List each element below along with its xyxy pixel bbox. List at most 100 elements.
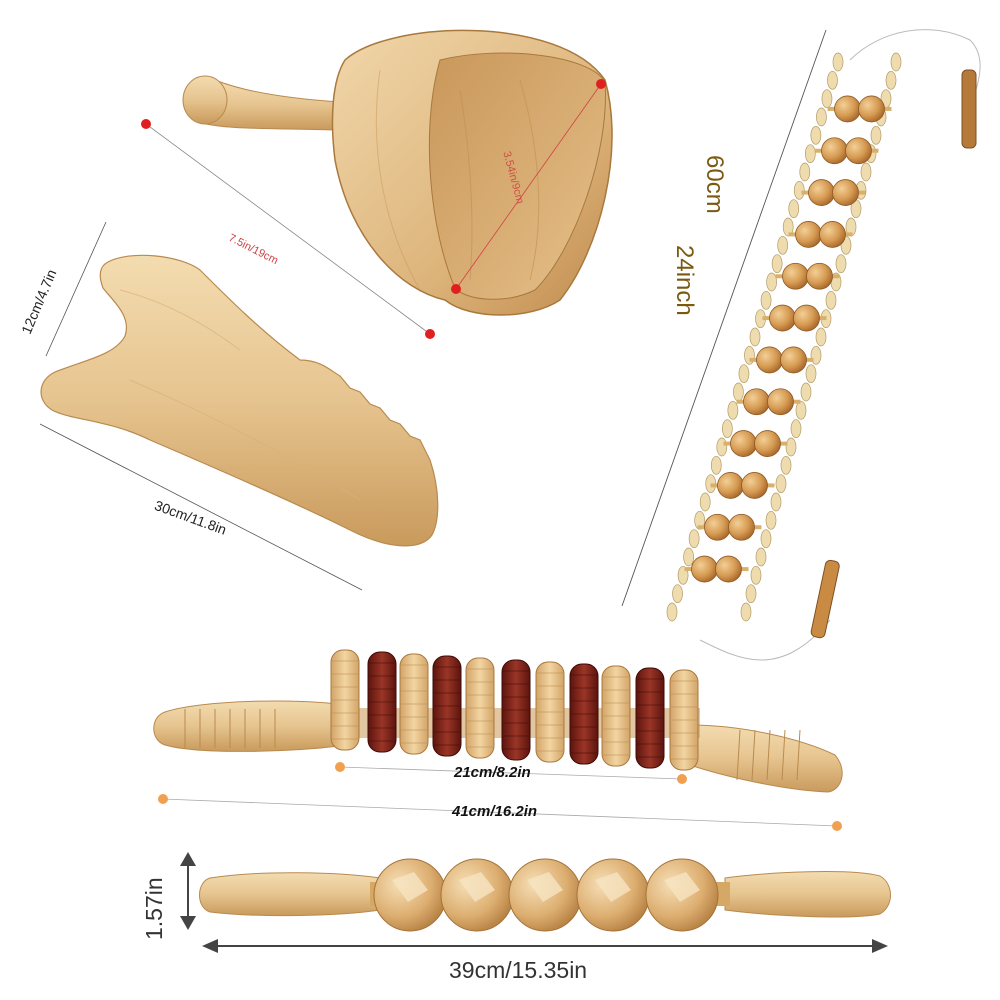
belt-rail-bead bbox=[740, 602, 752, 622]
belt-bead bbox=[730, 430, 757, 457]
belt-bead bbox=[834, 95, 861, 123]
wooden-paddle bbox=[40, 254, 439, 547]
stick-height-label: 1.57in bbox=[141, 877, 167, 940]
belt-bead bbox=[717, 472, 744, 499]
ball-massage-stick bbox=[199, 858, 891, 932]
belt-bead bbox=[769, 304, 796, 332]
belt-rail-bead bbox=[770, 492, 782, 512]
belt-rail-bead bbox=[805, 364, 817, 384]
stick-length-label: 39cm/15.35in bbox=[449, 957, 588, 983]
belt-rail-bead bbox=[827, 70, 838, 90]
belt-rail-bead bbox=[815, 327, 827, 347]
belt-rail-bead bbox=[782, 217, 794, 237]
belt-handle bbox=[961, 69, 977, 149]
belt-bead bbox=[808, 179, 835, 206]
belt-bead bbox=[780, 346, 807, 374]
belt-rail-bead bbox=[721, 419, 733, 439]
belt-rail-bead bbox=[795, 400, 807, 420]
grip-groove bbox=[766, 729, 771, 781]
belt-rail-bead bbox=[699, 492, 711, 512]
wheel-roller bbox=[153, 649, 843, 793]
belt-bead bbox=[821, 137, 848, 165]
belt-bead bbox=[845, 137, 872, 165]
belt-rail-bead bbox=[832, 52, 844, 72]
belt-rail-bead bbox=[835, 254, 847, 274]
belt-rail-bead bbox=[885, 70, 897, 90]
belt-handle bbox=[810, 559, 840, 639]
belt-rail-bead bbox=[771, 254, 783, 274]
belt-rail-bead bbox=[710, 455, 722, 475]
paddle-dimension-lines bbox=[39, 221, 363, 591]
belt-rail-bead bbox=[804, 144, 816, 164]
belt-rail-bead bbox=[733, 382, 744, 402]
belt-rail-bead bbox=[788, 199, 800, 219]
belt-bead bbox=[793, 304, 820, 332]
dimension-dot bbox=[596, 79, 606, 89]
belt-length-in-label: 24inch bbox=[671, 245, 698, 316]
belt-rail-bead bbox=[816, 107, 827, 127]
belt-rail-bead bbox=[749, 327, 761, 347]
dimension-dot bbox=[158, 794, 168, 804]
belt-bead bbox=[715, 555, 742, 583]
belt-bead bbox=[704, 513, 731, 541]
belt-bead bbox=[743, 388, 770, 416]
belt-bead bbox=[767, 388, 794, 416]
belt-rail-bead bbox=[780, 455, 792, 475]
ball-facet bbox=[392, 872, 428, 902]
belt-rail-bead bbox=[727, 400, 739, 420]
belt-rail-bead bbox=[694, 510, 706, 530]
belt-rail-bead bbox=[766, 272, 777, 292]
belt-bead bbox=[858, 95, 885, 123]
belt-rail-bead bbox=[765, 510, 777, 530]
belt-bead bbox=[756, 346, 783, 374]
belt-rail-bead bbox=[825, 290, 837, 310]
wooden-cup bbox=[182, 29, 613, 316]
dimension-dot bbox=[141, 119, 151, 129]
dimension-dot bbox=[677, 774, 687, 784]
stick-dimension-lines bbox=[180, 852, 888, 953]
dimension-dot bbox=[335, 762, 345, 772]
belt-rail-bead bbox=[775, 474, 787, 494]
belt-rail-bead bbox=[666, 602, 678, 622]
grip-groove bbox=[781, 729, 786, 781]
belt-bead bbox=[782, 262, 809, 290]
belt-rail-bead bbox=[793, 180, 805, 200]
belt-rail-bead bbox=[760, 290, 772, 310]
belt-bead bbox=[754, 430, 781, 457]
belt-rail-bead bbox=[738, 364, 750, 384]
belt-rail-bead bbox=[750, 565, 762, 585]
belt-rail-bead bbox=[860, 162, 872, 182]
belt-rail-bead bbox=[777, 235, 789, 255]
dimension-dot bbox=[425, 329, 435, 339]
ball-facet bbox=[664, 872, 700, 902]
belt-rail-bead bbox=[755, 547, 767, 567]
belt-rail-bead bbox=[683, 547, 694, 567]
belt-rail-bead bbox=[760, 529, 772, 549]
belt-rail-bead bbox=[870, 125, 882, 145]
belt-bead bbox=[819, 221, 846, 248]
roller-inner-label: 21cm/8.2in bbox=[454, 764, 531, 781]
dimension-dot bbox=[451, 284, 461, 294]
belt-bead bbox=[806, 262, 833, 290]
belt-rail-bead bbox=[800, 382, 812, 402]
belt-rail-bead bbox=[799, 162, 811, 182]
ball-facet bbox=[595, 872, 631, 902]
belt-rail-bead bbox=[790, 419, 802, 439]
belt-rail-bead bbox=[672, 584, 683, 604]
belt-rail-bead bbox=[810, 125, 822, 145]
belt-rail-bead bbox=[716, 437, 728, 457]
belt-rail-bead bbox=[688, 529, 700, 549]
grip-groove bbox=[736, 729, 741, 781]
belt-bead bbox=[795, 221, 822, 248]
belt-rail-bead bbox=[785, 437, 797, 457]
dimension-dot bbox=[832, 821, 842, 831]
grip-groove bbox=[796, 729, 801, 781]
bead-massage-belt bbox=[621, 29, 981, 661]
belt-rail-bead bbox=[821, 89, 833, 109]
belt-length-cm-label: 60cm bbox=[701, 155, 728, 214]
belt-bead bbox=[691, 555, 718, 583]
grip-groove bbox=[751, 729, 756, 781]
belt-bead bbox=[741, 472, 768, 499]
cup-dimension-lines bbox=[141, 79, 606, 339]
